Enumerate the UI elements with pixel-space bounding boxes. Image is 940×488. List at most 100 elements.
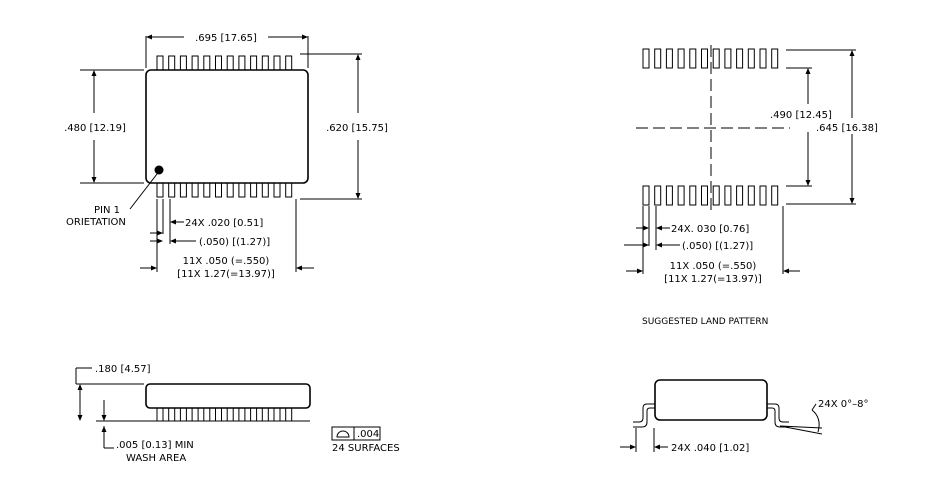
- side-lead: [226, 407, 234, 422]
- angle-dimension: 24X 0°–8°: [779, 399, 868, 435]
- package-body: [145, 69, 309, 184]
- land-pad: [701, 185, 708, 206]
- package-lead: [156, 182, 164, 198]
- package-lead: [273, 55, 281, 71]
- land-pad: [747, 185, 755, 206]
- land-pad: [712, 48, 720, 69]
- height-dim-label: .480 [12.19]: [64, 123, 126, 134]
- land-lower-pads: [642, 185, 779, 206]
- span-label-line2: [11X 1.27(=13.97)]: [177, 269, 275, 280]
- package-lead: [191, 55, 199, 71]
- side-view-leads: [156, 407, 293, 422]
- lead-dimensions: 24X .020 [0.51] (.050) [(1.27)] 11X .050…: [140, 199, 314, 280]
- foot-dim-label: 24X .040 [1.02]: [671, 443, 749, 454]
- land-pad: [677, 48, 685, 69]
- land-pad: [736, 185, 744, 206]
- side-lead: [179, 407, 187, 422]
- land-pad: [771, 48, 779, 69]
- width-dimension: .695 [17.65]: [145, 33, 309, 68]
- land-pad-width-label: 24X. 030 [0.76]: [671, 224, 749, 235]
- angle-dim-label: 24X 0°–8°: [818, 399, 868, 410]
- end-view: 24X .040 [1.02] 24X 0°–8°: [620, 379, 868, 454]
- top-view-upper-leads: [156, 55, 293, 71]
- land-pad: [759, 48, 767, 69]
- wash-area-label: WASH AREA: [126, 453, 186, 464]
- side-lead: [238, 407, 246, 422]
- side-lead: [285, 407, 293, 422]
- land-pad-dimensions: 24X. 030 [0.76] (.050) [(1.27)] 11X .050…: [624, 206, 800, 285]
- land-pad: [747, 48, 755, 69]
- width-dim-label: .695 [17.65]: [195, 33, 257, 44]
- overall-height-label: .620 [15.75]: [326, 123, 388, 134]
- end-body: [654, 379, 768, 421]
- land-span-line1: 11X .050 (=.550): [670, 261, 757, 272]
- flatness-callout: .004 24 SURFACES: [331, 426, 400, 454]
- pitch-label: (.050) [(1.27)]: [199, 237, 270, 248]
- package-lead: [226, 55, 234, 71]
- package-lead: [203, 55, 211, 71]
- package-lead: [238, 55, 246, 71]
- package-lead: [179, 182, 187, 198]
- package-lead: [273, 182, 281, 198]
- land-pad: [642, 185, 650, 206]
- top-view: .695 [17.65] .480 [12.19] .620 [15.75] P…: [64, 33, 388, 280]
- land-inner-dimension: .490 [12.45]: [770, 67, 832, 187]
- span-label-line1: 11X .050 (=.550): [183, 256, 270, 267]
- land-outer-label: .645 [16.38]: [816, 123, 878, 134]
- land-pad: [654, 48, 662, 69]
- flatness-value: .004: [357, 429, 379, 440]
- land-pad: [654, 185, 662, 206]
- side-lead: [168, 407, 176, 422]
- package-lead: [226, 182, 234, 198]
- left-gull-wing-lead: [633, 403, 655, 428]
- side-height-dimension: .180 [4.57]: [75, 364, 151, 421]
- land-pad: [724, 185, 732, 206]
- package-lead: [156, 55, 164, 71]
- land-pad: [677, 185, 685, 206]
- side-body: [145, 383, 311, 409]
- land-pad: [736, 48, 744, 69]
- side-lead: [273, 407, 281, 422]
- package-lead: [168, 55, 176, 71]
- package-lead: [285, 182, 293, 198]
- package-lead: [285, 55, 293, 71]
- land-inner-label: .490 [12.45]: [770, 110, 832, 121]
- standoff-dimension: .005 [0.13] MIN WASH AREA: [101, 400, 194, 464]
- foot-dimension: 24X .040 [1.02]: [620, 428, 749, 454]
- pin1-callout: PIN 1 ORIETATION: [66, 173, 158, 228]
- side-lead: [191, 407, 199, 422]
- package-lead: [203, 182, 211, 198]
- land-pad: [689, 48, 697, 69]
- land-outer-dimension: .645 [16.38]: [786, 49, 878, 205]
- package-lead: [261, 182, 269, 198]
- package-lead: [215, 182, 222, 198]
- package-lead: [168, 182, 176, 198]
- land-span-line2: [11X 1.27(=13.97)]: [664, 274, 762, 285]
- right-gull-wing-lead: [767, 403, 789, 428]
- side-view: .180 [4.57] .005 [0.13] MIN WASH AREA .0…: [75, 364, 400, 464]
- land-pad: [701, 48, 708, 69]
- land-pad: [665, 48, 673, 69]
- land-pad: [712, 185, 720, 206]
- side-lead: [261, 407, 269, 422]
- package-lead: [215, 55, 222, 71]
- side-lead: [215, 407, 222, 422]
- package-lead: [191, 182, 199, 198]
- lead-width-label: 24X .020 [0.51]: [185, 218, 263, 229]
- side-lead: [203, 407, 211, 422]
- side-lead: [156, 407, 164, 422]
- land-pad: [689, 185, 697, 206]
- side-lead: [250, 407, 258, 422]
- land-pad: [724, 48, 732, 69]
- package-lead: [261, 55, 269, 71]
- pin1-label-line1: PIN 1: [94, 205, 120, 216]
- body-height-dimension: .480 [12.19]: [64, 69, 144, 184]
- land-pad: [759, 185, 767, 206]
- side-height-label: .180 [4.57]: [95, 364, 151, 375]
- land-pad: [771, 185, 779, 206]
- land-pad: [642, 48, 650, 69]
- land-pattern-caption: SUGGESTED LAND PATTERN: [642, 317, 768, 327]
- land-pattern: .490 [12.45] .645 [16.38] 24X. 030 [0.76…: [624, 45, 878, 327]
- package-lead: [250, 55, 258, 71]
